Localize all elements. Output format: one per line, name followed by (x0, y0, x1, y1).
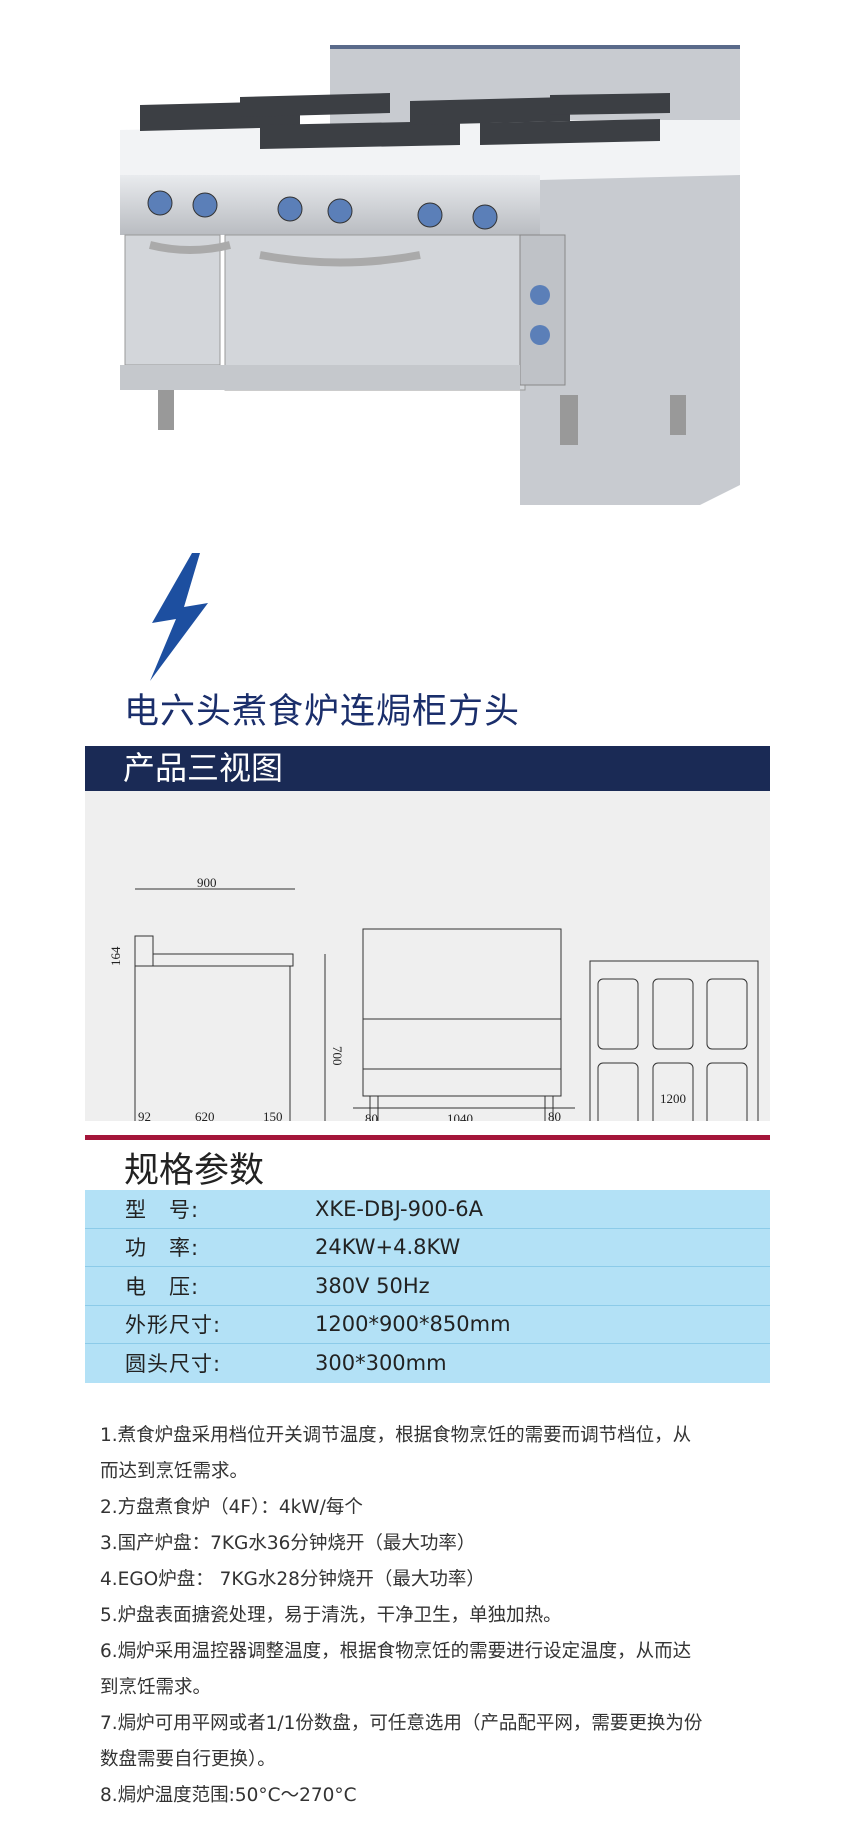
feature-notes: 1.煮食炉盘采用档位开关调节温度，根据食物烹饪的需要而调节档位，从 而达到烹饪需… (100, 1418, 702, 1814)
dim-top-width: 1200 (660, 1091, 686, 1106)
note-line: 5.炉盘表面搪瓷处理，易于清洗，干净卫生，单独加热。 (100, 1605, 562, 1626)
top-view (589, 960, 759, 1170)
spec-value: 380V 50Hz (315, 1273, 430, 1298)
spec-label: 型 号: (125, 1197, 200, 1222)
note-line: 4.EGO炉盘： 7KG水28分钟烧开（最大功率） (100, 1569, 485, 1590)
note-line: 7.焗炉可用平网或者1/1份数盘，可任意选用（产品配平网，需要更换为份 (100, 1713, 703, 1734)
spec-label: 电 压: (125, 1274, 200, 1299)
dim-side-depth: 900 (197, 875, 217, 890)
note-line: 6.焗炉采用温控器调整温度，根据食物烹饪的需要进行设定温度，从而达 (100, 1641, 692, 1662)
dim-side-height: 700 (330, 1046, 345, 1066)
spec-value: 24KW+4.8KW (315, 1235, 461, 1260)
spec-row-dimensions: 外形尺寸: 1200*900*850mm (85, 1306, 770, 1344)
note-line: 1.煮食炉盘采用档位开关调节温度，根据食物烹饪的需要而调节档位，从 (100, 1425, 692, 1446)
specs-table: 型 号: XKE-DBJ-900-6A 功 率: 24KW+4.8KW 电 压: 38… (85, 1190, 770, 1383)
spec-label: 功 率: (125, 1236, 200, 1261)
dim-side-b1: 92 (138, 1109, 151, 1121)
lightning-bolt-icon (150, 553, 208, 681)
spec-row-power: 功 率: 24KW+4.8KW (85, 1229, 770, 1267)
note-line: 而达到烹饪需求。 (100, 1461, 249, 1482)
dim-side-b2: 620 (195, 1109, 215, 1121)
note-line: 8.焗炉温度范围:50°C～270°C (100, 1785, 357, 1806)
product-photo (120, 45, 740, 505)
note-line: 2.方盘煮食炉（4F）：4kW/每个 (100, 1497, 363, 1518)
section-divider (85, 1135, 770, 1140)
dim-front-right: 80 (548, 1109, 561, 1121)
spec-row-voltage: 电 压: 380V 50Hz (85, 1267, 770, 1306)
spec-row-plate-size: 圆头尺寸: 300*300mm (85, 1344, 770, 1383)
dim-side-top: 164 (108, 946, 123, 966)
spec-label: 圆头尺寸: (125, 1352, 222, 1377)
spec-value: 300*300mm (315, 1351, 447, 1376)
dim-side-b3: 150 (263, 1109, 283, 1121)
note-line: 数盘需要自行更换）。 (100, 1749, 276, 1770)
specs-heading: 规格参数 (124, 1151, 265, 1191)
three-view-drawing: 900 164 700 150 92 620 150 80 1040 80 12… (85, 791, 770, 1192)
spec-row-model: 型 号: XKE-DBJ-900-6A (85, 1190, 770, 1229)
note-line: 到烹饪需求。 (100, 1677, 212, 1698)
spec-value: XKE-DBJ-900-6A (315, 1196, 483, 1221)
three-view-heading: 产品三视图 (85, 746, 770, 791)
product-title: 电六头煮食炉连焗柜方头 (124, 692, 521, 732)
spec-label: 外形尺寸: (125, 1313, 222, 1338)
note-line: 3.国产炉盘：7KG水36分钟烧开（最大功率） (100, 1533, 476, 1554)
spec-value: 1200*900*850mm (315, 1312, 511, 1337)
